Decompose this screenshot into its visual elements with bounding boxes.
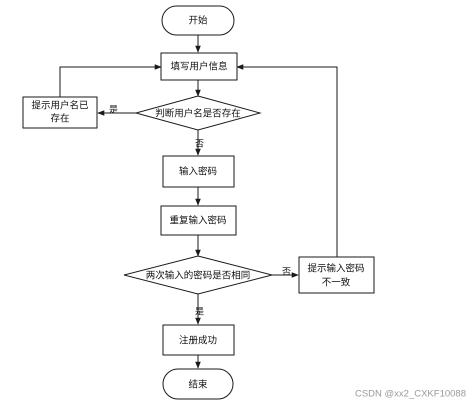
enter-password-label: 输入密码 [179, 166, 217, 178]
edge-mismatch-to-fill [236, 64, 338, 257]
mismatch-process: 提示输入密码 不一致 [298, 256, 375, 294]
register-success-label: 注册成功 [179, 335, 217, 347]
check-username-decision: 判断用户名是否存在 [134, 95, 262, 131]
check-username-label: 判断用户名是否存在 [155, 108, 241, 120]
register-success-process: 注册成功 [162, 324, 235, 356]
fill-info-label: 填写用户信息 [170, 61, 227, 73]
repeat-password-label: 重复输入密码 [169, 215, 226, 227]
username-exists-label-line2: 存在 [50, 113, 69, 125]
mismatch-label-line2: 不一致 [322, 277, 351, 289]
end-label: 结束 [188, 379, 208, 391]
edge-label-passwords-no: 否 [282, 267, 291, 278]
end-terminal: 结束 [162, 368, 234, 400]
watermark: CSDN @xx2_CXKF10088 [355, 389, 466, 400]
compare-passwords-decision: 两次输入的密码是否相同 [123, 255, 273, 295]
username-exists-process: 提示用户名已 存在 [22, 96, 98, 129]
fill-info-process: 填写用户信息 [160, 52, 238, 81]
start-label: 开始 [188, 15, 208, 27]
edge-label-passwords-yes: 是 [195, 307, 204, 318]
edge-label-username-no: 否 [195, 139, 204, 150]
mismatch-label-line1: 提示输入密码 [307, 263, 364, 275]
edge-label-username-yes: 是 [109, 105, 118, 116]
username-exists-label-line1: 提示用户名已 [31, 100, 89, 112]
enter-password-process: 输入密码 [162, 155, 235, 188]
repeat-password-process: 重复输入密码 [160, 205, 237, 236]
compare-passwords-label: 两次输入的密码是否相同 [146, 270, 251, 282]
start-terminal: 开始 [161, 5, 235, 36]
edge-exists-to-fill [59, 64, 162, 97]
